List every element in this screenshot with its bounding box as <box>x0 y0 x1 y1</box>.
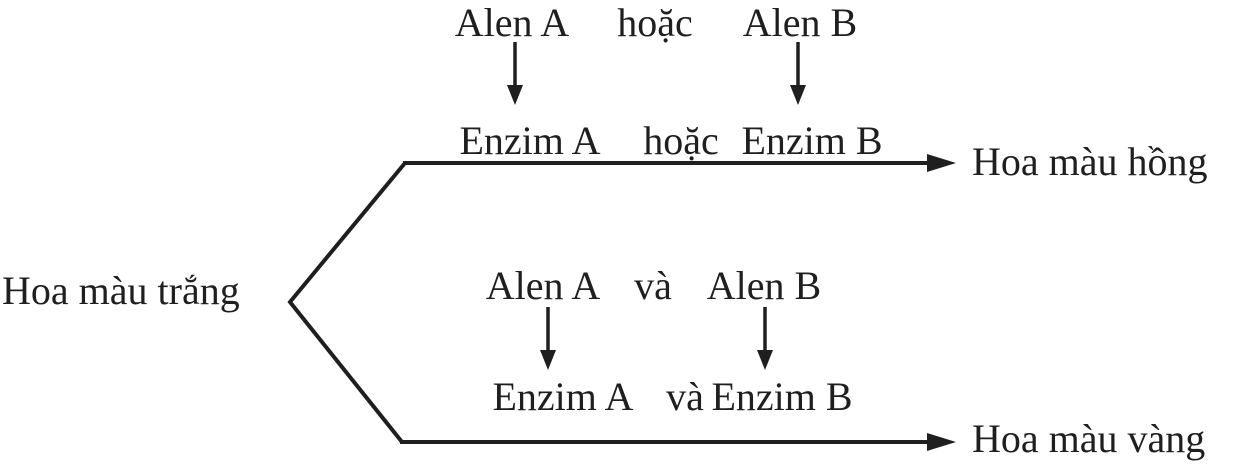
down-arrow-icon <box>757 307 773 370</box>
bottom-arrow-right-icon <box>927 433 956 451</box>
down-arrow-icon <box>540 307 556 370</box>
bottom-allele-a-label: Alen A <box>485 263 601 308</box>
bottom-connector-label: và <box>634 263 672 308</box>
top-enzyme-b-label: Enzim B <box>741 118 883 163</box>
top-arrow-right-icon <box>927 154 956 172</box>
top-enzyme-a-label: Enzim A <box>459 118 601 163</box>
bottom-enzyme-a-label: Enzim A <box>492 374 634 419</box>
source-label: Hoa màu trắng <box>2 268 240 313</box>
bottom-result-label: Hoa màu vàng <box>972 416 1206 461</box>
branch-fork-line <box>287 161 407 444</box>
bottom-enzyme-connector-label: và <box>666 374 704 419</box>
bottom-allele-b-label: Alen B <box>706 263 822 308</box>
top-result-label: Hoa màu hồng <box>972 139 1208 184</box>
down-arrow-icon <box>790 42 806 105</box>
top-connector-label: hoặc <box>617 0 693 45</box>
bottom-enzyme-b-label: Enzim B <box>711 374 853 419</box>
top-allele-b-label: Alen B <box>742 0 858 45</box>
down-arrow-icon <box>507 42 523 105</box>
top-enzyme-connector-label: hoặc <box>643 118 719 163</box>
top-allele-a-label: Alen A <box>454 0 570 45</box>
